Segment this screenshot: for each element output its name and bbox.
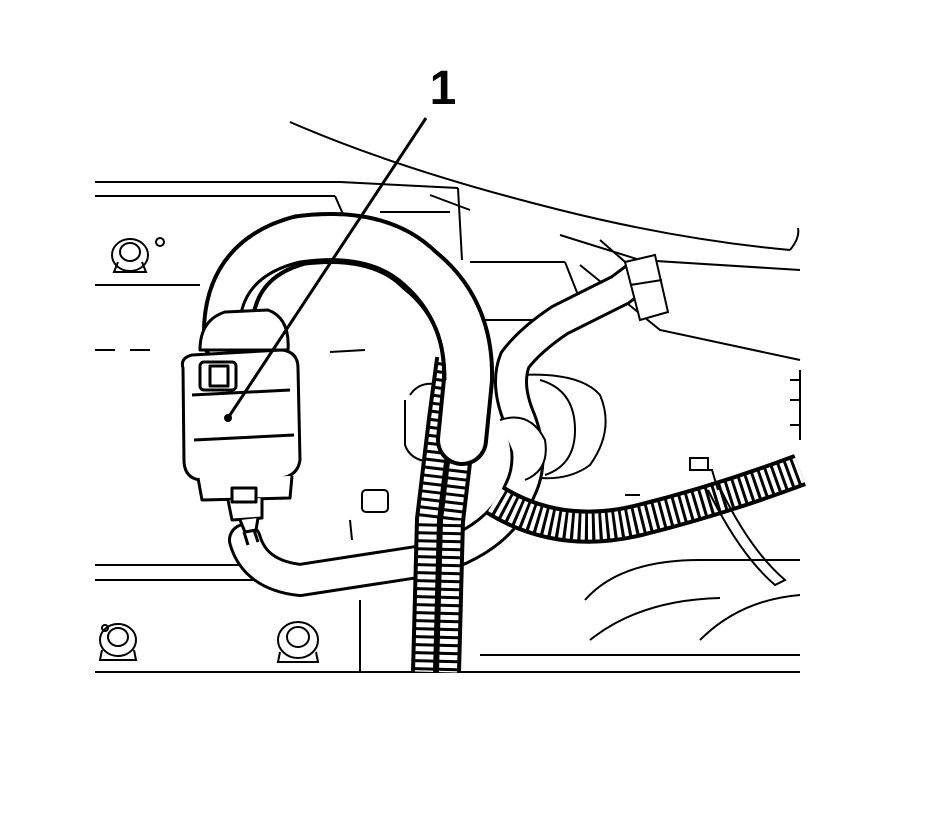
- electrical-connector: [180, 308, 302, 546]
- bolt-bottom-left: [98, 623, 138, 661]
- bolt-bottom-center: [276, 621, 320, 663]
- hood-outline: [289, 121, 800, 251]
- zip-tie: [689, 457, 787, 587]
- callout-1: 1: [224, 62, 456, 422]
- bolt-top-left: [111, 237, 165, 273]
- callout-number: 1: [430, 62, 457, 115]
- callout-leader-dot: [224, 414, 232, 422]
- callout-leader-line: [226, 117, 428, 419]
- right-harness-conduit: [486, 454, 806, 544]
- hose-clamp: [499, 253, 670, 481]
- upper-harness-arch: [201, 212, 495, 466]
- engine-cover-plate: [95, 181, 801, 673]
